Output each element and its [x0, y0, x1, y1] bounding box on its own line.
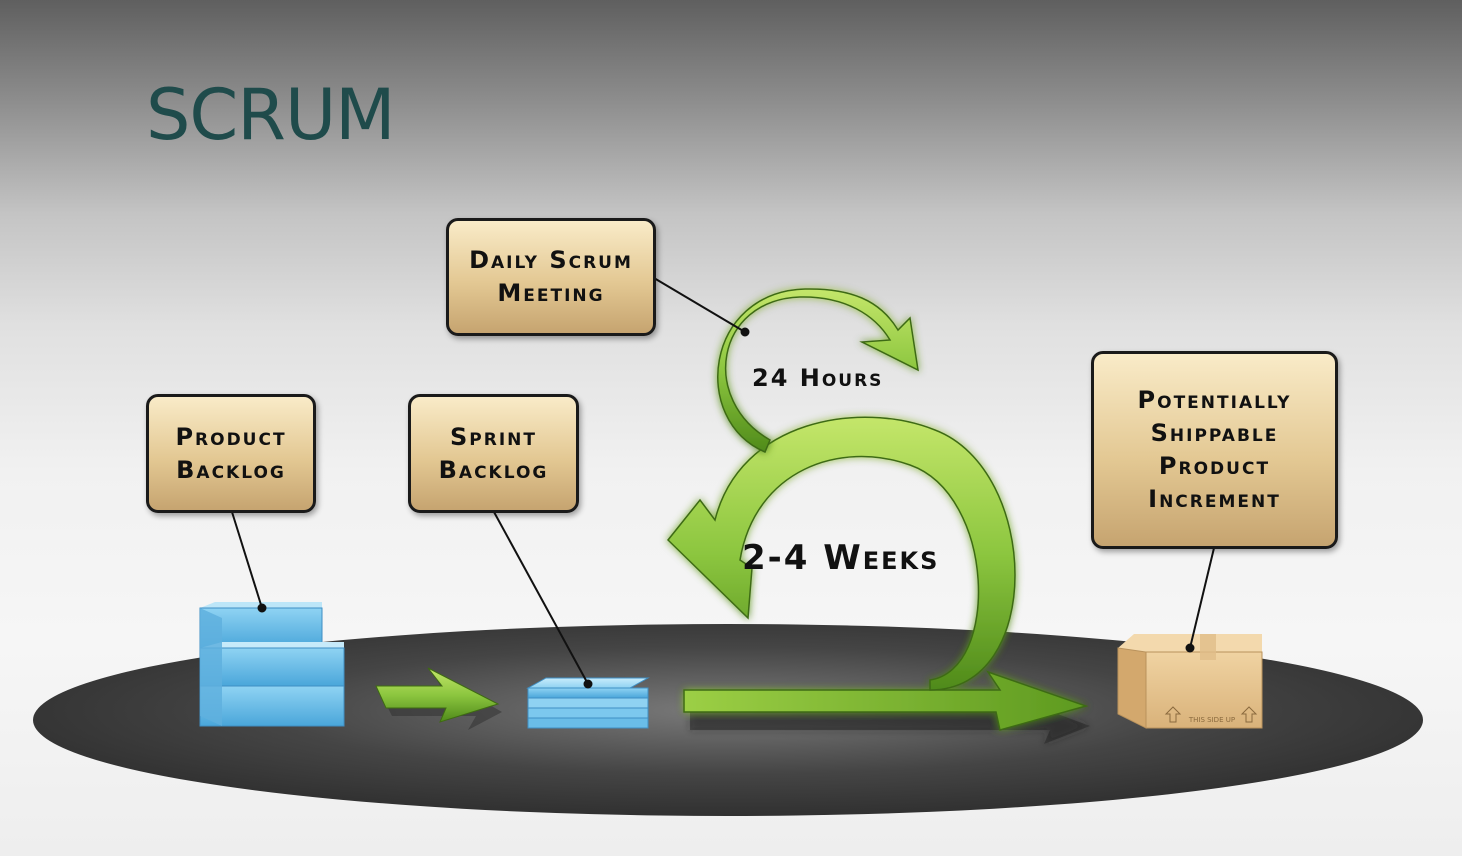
sprint-backlog-label: Sprint Backlog — [438, 422, 549, 484]
sprint-cycle-arrow — [666, 416, 1090, 744]
sprint-cycle-label: 2-4 Weeks — [742, 538, 940, 578]
daily-cycle-arrow — [717, 288, 919, 453]
daily-scrum-label: Daily Scrum Meeting — [469, 246, 633, 307]
daily-cycle-label: 24 Hours — [752, 364, 884, 392]
increment-label: Potentially Shippable Product Increment — [1137, 386, 1292, 513]
page-title: SCRUM — [146, 74, 396, 156]
product-backlog-stack-icon — [199, 602, 345, 727]
flow-arrow-1 — [375, 667, 502, 730]
product-backlog-box: Product Backlog — [146, 394, 316, 513]
product-backlog-label: Product Backlog — [175, 422, 287, 484]
sprint-backlog-stack-icon — [526, 677, 650, 729]
package-label: THIS SIDE UP — [1188, 716, 1235, 724]
callout-lines — [231, 277, 1215, 689]
sprint-backlog-box: Sprint Backlog — [408, 394, 579, 513]
increment-box: Potentially Shippable Product Increment — [1091, 351, 1338, 549]
daily-scrum-box: Daily Scrum Meeting — [446, 218, 656, 336]
